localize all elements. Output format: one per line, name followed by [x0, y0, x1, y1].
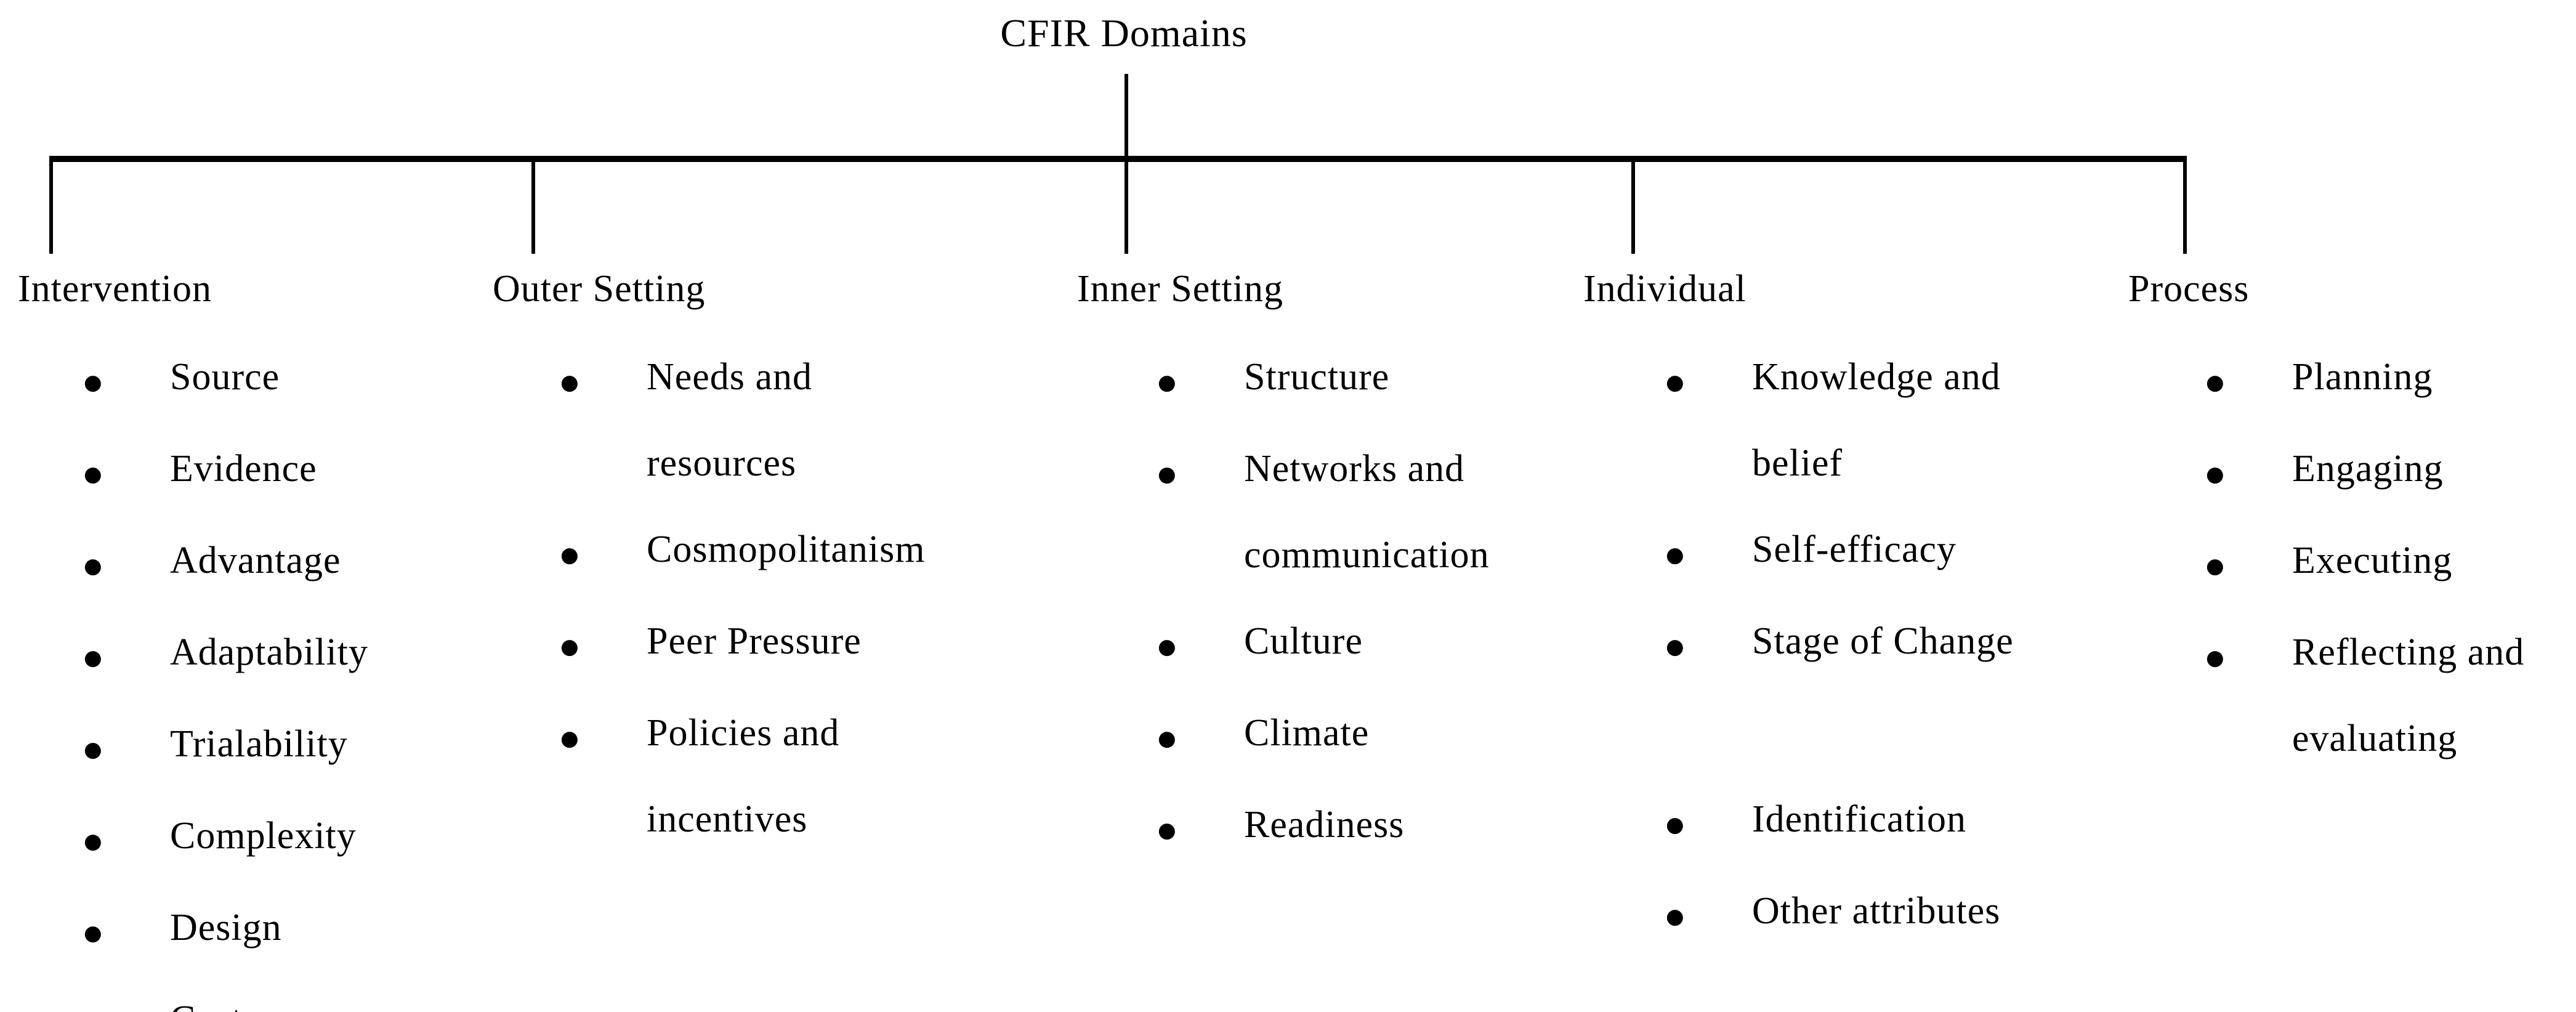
list-item-text: Identification: [1752, 798, 1966, 840]
list-item-text: Engaging: [2292, 448, 2444, 490]
bullet-icon: ●: [84, 370, 102, 395]
bullet-icon: ●: [1158, 462, 1176, 487]
list-item-text: Design: [170, 907, 282, 949]
column-outer-setting: Outer Setting ● Needs and resources ● Cosm…: [493, 269, 925, 862]
list-item: ● Planning: [2206, 334, 2524, 426]
bullet-icon: ●: [84, 982, 170, 1012]
bullet-icon: ●: [560, 634, 579, 659]
list-item-text: Source: [170, 356, 280, 398]
list-item-text: Peer Pressure: [647, 620, 862, 662]
bullet-icon: ●: [1666, 543, 1684, 567]
bullet-icon: ●: [1158, 370, 1176, 395]
list-item: ● Culture: [1158, 598, 1490, 690]
list-item-text: Executing: [2292, 540, 2453, 581]
column-label: Process: [2128, 268, 2250, 310]
bullet-icon: ●: [2206, 370, 2224, 395]
bullet-icon: ●: [84, 737, 102, 762]
list-item: ● Engaging: [2206, 426, 2524, 517]
column-process: Process ● Planning ● Engaging ● Executing ●…: [2128, 269, 2524, 782]
list-item: ● Design: [84, 884, 368, 976]
bullet-icon: ●: [84, 462, 102, 487]
bullet-icon: ●: [560, 543, 579, 567]
list-item: ● Cosmopolitanism: [560, 506, 925, 598]
column-label: Inner Setting: [1077, 268, 1283, 310]
bullet-list: ● Source ● Evidence ● Advantage ● Adaptabili…: [84, 334, 368, 1012]
list-item: ● Evidence: [84, 426, 368, 517]
bullet-icon: ●: [84, 646, 102, 670]
list-item-text: Advantage: [170, 540, 341, 581]
column-inner-setting: Inner Setting ● Structure ● Networks and c…: [1077, 269, 1490, 873]
list-item: ● Adaptability: [84, 609, 368, 701]
bullet-icon: ●: [1666, 812, 1684, 837]
bullet-list: ● Structure ● Networks and communication ●…: [1158, 334, 1490, 873]
list-item-text: Networks and communication: [1244, 448, 1490, 576]
column-label: Individual: [1583, 268, 1746, 310]
list-item: ● Source: [84, 334, 368, 426]
list-item-text: Other attributes: [1752, 890, 2001, 932]
list-item: ● Climate: [1158, 690, 1490, 782]
list-item: ● Reflecting and evaluating: [2206, 609, 2524, 782]
list-item-text: Complexity: [170, 815, 357, 857]
list-item: ● Readiness: [1158, 782, 1490, 873]
list-item-text: Trialability: [170, 723, 348, 765]
list-item-text: Needs and resources: [647, 356, 812, 484]
list-item: ● Networks and communication: [1158, 426, 1490, 598]
list-item-text: Cosmopolitanism: [647, 528, 926, 570]
list-item: ● Complexity: [84, 793, 368, 884]
column-label: Intervention: [18, 268, 212, 310]
column-individual: Individual ● Knowledge and belief ● Self-e…: [1583, 269, 2014, 960]
bullet-icon: ●: [2206, 554, 2224, 578]
bullet-icon: ●: [1666, 634, 1684, 659]
list-item: ● Structure: [1158, 334, 1490, 426]
column-label: Outer Setting: [493, 268, 706, 310]
list-item: ● Trialability: [84, 701, 368, 793]
bullet-list: ● Knowledge and belief ● Self-efficacy ● St…: [1666, 334, 2014, 960]
bullet-icon: ●: [560, 370, 579, 395]
bullet-list: ● Planning ● Engaging ● Executing ● Reflecti…: [2206, 334, 2524, 782]
list-item: ● Executing: [2206, 517, 2524, 609]
list-item: ● Stage of Change: [1666, 598, 2014, 690]
list-item: ● Policies and incentives: [560, 690, 925, 862]
bullet-icon: ●: [560, 726, 579, 751]
list-item-text: Evidence: [170, 448, 317, 490]
bullet-icon: ●: [1158, 634, 1176, 659]
list-item-text: Stage of Change: [1752, 620, 2014, 662]
bullet-icon: ●: [1158, 726, 1176, 751]
column-intervention: Intervention ● Source ● Evidence ● Advantag…: [18, 269, 368, 1012]
list-item-text: Climate: [1244, 712, 1370, 754]
bullet-icon: ●: [84, 554, 102, 578]
list-item-text: Self-efficacy: [1752, 528, 1956, 570]
diagram-title: CFIR Domains: [1000, 11, 1248, 55]
bullet-icon: ●: [2206, 646, 2224, 670]
list-item: ● Needs and resources: [560, 334, 925, 506]
list-item-text: Structure: [1244, 356, 1390, 398]
list-item: ● Self-efficacy: [1666, 506, 2014, 598]
list-item: ● Peer Pressure: [560, 598, 925, 690]
list-item-text: Readiness: [1244, 804, 1405, 846]
bullet-icon: ●: [84, 829, 102, 854]
bullet-icon: ●: [1158, 818, 1176, 843]
bullet-icon: ●: [84, 921, 102, 945]
list-item: ● Identification: [1666, 776, 2014, 868]
list-item: ● Knowledge and belief: [1666, 334, 2014, 506]
list-item-text: Culture: [1244, 620, 1363, 662]
list-item-text: Adaptability: [170, 631, 368, 673]
list-item: ● Advantage: [84, 517, 368, 609]
list-item-text: Cost: [170, 976, 243, 1012]
list-item: ●Cost: [84, 976, 368, 1012]
list-item-text: Planning: [2292, 356, 2433, 398]
list-item-text: Policies and incentives: [647, 712, 840, 840]
bullet-icon: ●: [1666, 370, 1684, 395]
list-item: ● Other attributes: [1666, 868, 2014, 960]
bullet-list: ● Needs and resources ● Cosmopolitanism ● P…: [560, 334, 925, 862]
bullet-icon: ●: [1666, 904, 1684, 929]
list-item-text: Reflecting and evaluating: [2292, 631, 2525, 759]
list-item-text: Knowledge and belief: [1752, 356, 2001, 484]
bullet-icon: ●: [2206, 462, 2224, 487]
